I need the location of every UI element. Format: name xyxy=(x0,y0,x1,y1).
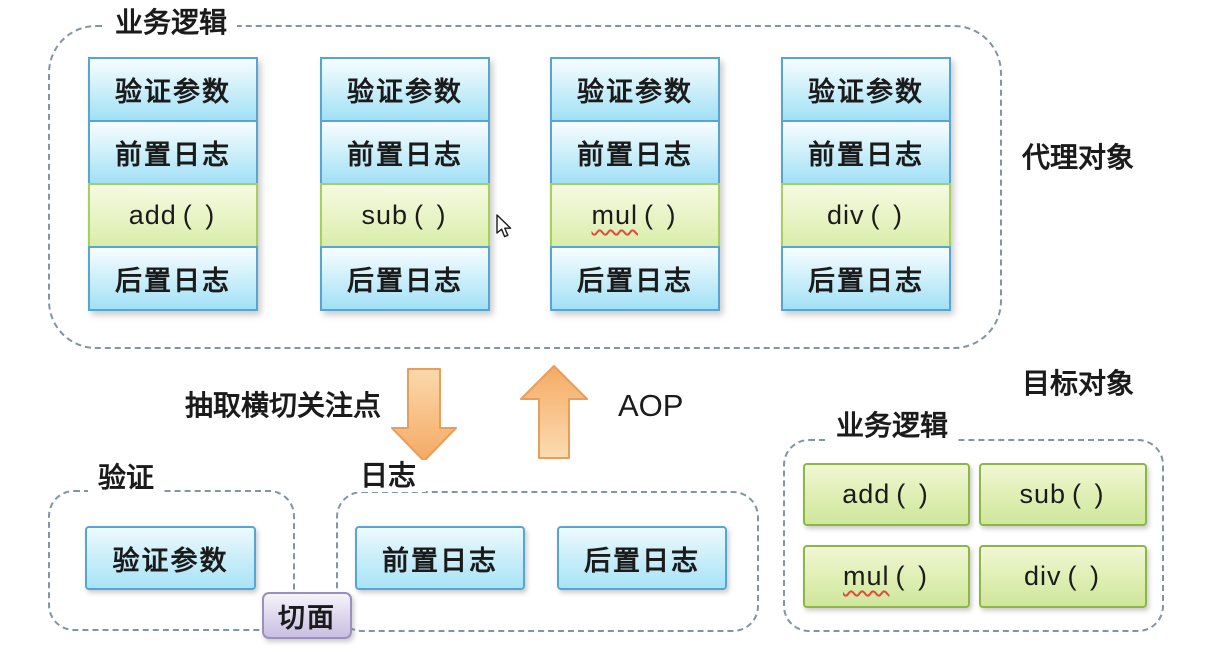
method-parens: ( ) xyxy=(1072,479,1107,509)
proxy-column-sub: 验证参数 前置日志 sub ( ) 后置日志 xyxy=(320,57,490,311)
aop-label: AOP xyxy=(618,388,684,423)
target-object-label: 目标对象 xyxy=(1022,368,1135,399)
method-parens: ( ) xyxy=(870,200,905,230)
pre-log-cell: 前置日志 xyxy=(88,120,258,185)
proxy-column-mul: 验证参数 前置日志 mul ( ) 后置日志 xyxy=(550,57,720,311)
method-name: div xyxy=(1024,561,1062,591)
post-log-cell: 后置日志 xyxy=(88,246,258,311)
proxy-column-div: 验证参数 前置日志 div ( ) 后置日志 xyxy=(781,57,951,311)
method-name: add xyxy=(128,200,177,230)
target-method-mul: mul ( ) xyxy=(803,545,970,608)
target-method-div: div ( ) xyxy=(979,545,1147,608)
target-method-sub: sub ( ) xyxy=(979,463,1147,526)
post-log-cell: 后置日志 xyxy=(781,246,951,311)
target-business-logic-label: 业务逻辑 xyxy=(826,410,959,442)
validation-container xyxy=(48,490,295,631)
proxy-container-label: 业务逻辑 xyxy=(105,7,238,39)
method-cell-sub: sub ( ) xyxy=(320,183,490,248)
log-label: 日志 xyxy=(350,460,427,492)
aspect-badge: 切面 xyxy=(262,592,352,639)
validation-label: 验证 xyxy=(88,462,165,494)
method-parens: ( ) xyxy=(414,200,449,230)
post-log-cell: 后置日志 xyxy=(550,246,720,311)
validate-params-cell: 验证参数 xyxy=(88,57,258,122)
method-name: sub xyxy=(1019,479,1067,509)
method-name: div xyxy=(827,200,865,230)
proxy-container xyxy=(48,25,1002,349)
pre-log-cell: 前置日志 xyxy=(320,120,490,185)
post-log-cell: 后置日志 xyxy=(320,246,490,311)
method-name: mul xyxy=(591,200,639,230)
proxy-column-add: 验证参数 前置日志 add ( ) 后置日志 xyxy=(88,57,258,311)
down-arrow-icon xyxy=(391,368,457,462)
post-log-box: 后置日志 xyxy=(557,526,727,590)
extract-crosscut-label: 抽取横切关注点 xyxy=(185,390,382,421)
method-name: add xyxy=(842,479,891,509)
pre-log-box: 前置日志 xyxy=(355,526,525,590)
validate-params-box: 验证参数 xyxy=(85,526,256,590)
method-cell-add: add ( ) xyxy=(88,183,258,248)
pre-log-cell: 前置日志 xyxy=(781,120,951,185)
validate-params-cell: 验证参数 xyxy=(550,57,720,122)
method-parens: ( ) xyxy=(895,561,930,591)
target-method-add: add ( ) xyxy=(803,463,970,526)
pre-log-cell: 前置日志 xyxy=(550,120,720,185)
method-name: mul xyxy=(843,561,890,591)
up-arrow-icon xyxy=(520,365,588,459)
validate-params-cell: 验证参数 xyxy=(320,57,490,122)
method-cell-mul: mul ( ) xyxy=(550,183,720,248)
validate-params-cell: 验证参数 xyxy=(781,57,951,122)
proxy-object-label: 代理对象 xyxy=(1022,142,1135,173)
method-parens: ( ) xyxy=(644,200,679,230)
method-cell-div: div ( ) xyxy=(781,183,951,248)
method-parens: ( ) xyxy=(182,200,218,230)
method-parens: ( ) xyxy=(1067,561,1102,591)
method-name: sub xyxy=(361,200,409,230)
log-container xyxy=(336,491,759,632)
target-container xyxy=(783,439,1164,632)
method-parens: ( ) xyxy=(896,479,931,509)
mouse-cursor-icon xyxy=(496,214,512,238)
